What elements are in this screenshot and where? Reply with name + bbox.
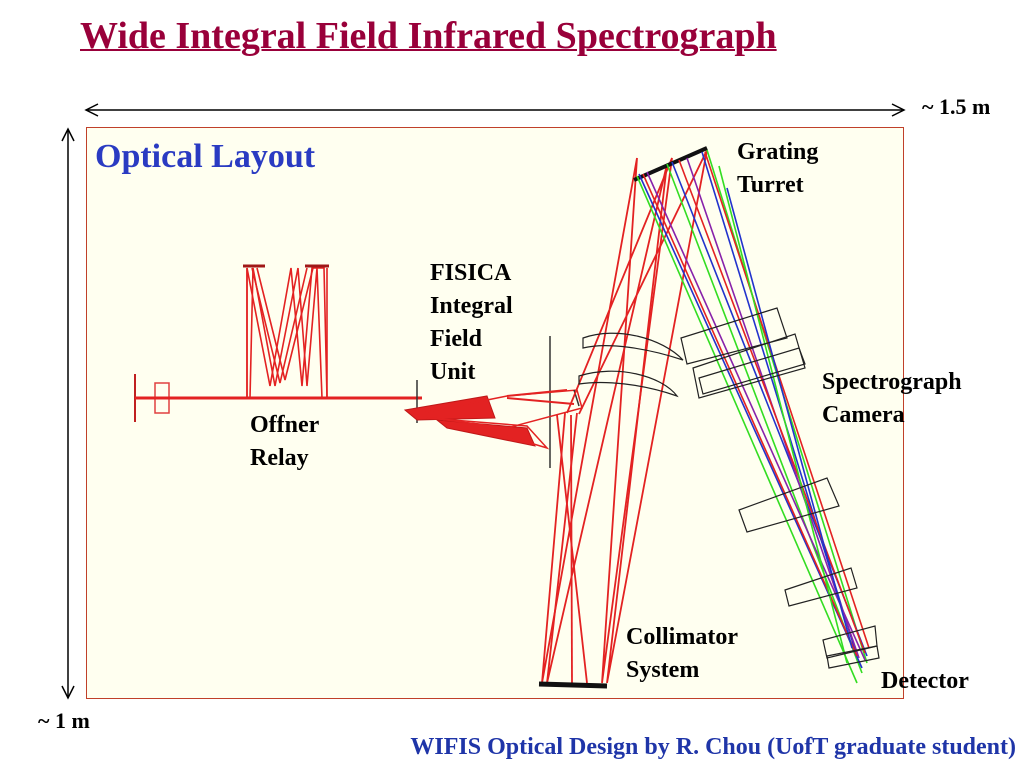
slide-title: Wide Integral Field Infrared Spectrograp… bbox=[80, 15, 777, 57]
grating-turret-label: Grating Turret bbox=[737, 139, 819, 198]
width-label: ~ 1.5 m bbox=[922, 94, 991, 119]
credit-line: WIFIS Optical Design by R. Chou (UofT gr… bbox=[410, 734, 1016, 760]
camera-lenses bbox=[680, 307, 880, 669]
detector-label: Detector bbox=[881, 668, 969, 694]
collimator-system-label: Collimator System bbox=[626, 624, 738, 683]
optical-diagram bbox=[134, 146, 880, 689]
collimator-rays bbox=[538, 149, 708, 689]
fisica-label: FISICA Integral Field Unit bbox=[430, 260, 513, 385]
collimator-lenses bbox=[578, 332, 684, 398]
offner-relay-label: Offner Relay bbox=[250, 412, 320, 471]
optical-layout-heading: Optical Layout bbox=[95, 138, 316, 175]
height-label: ~ 1 m bbox=[38, 708, 90, 733]
camera-rays bbox=[636, 149, 870, 684]
fisica-optics bbox=[403, 336, 583, 468]
input-optics bbox=[134, 374, 422, 422]
grating-turret bbox=[633, 146, 708, 182]
offner-relay-rays bbox=[243, 264, 329, 399]
spectrograph-camera-label: Spectrograph Camera bbox=[822, 369, 962, 428]
optical-layout-panel: Optical Layout Grating Turret FISICA Int… bbox=[86, 127, 969, 699]
